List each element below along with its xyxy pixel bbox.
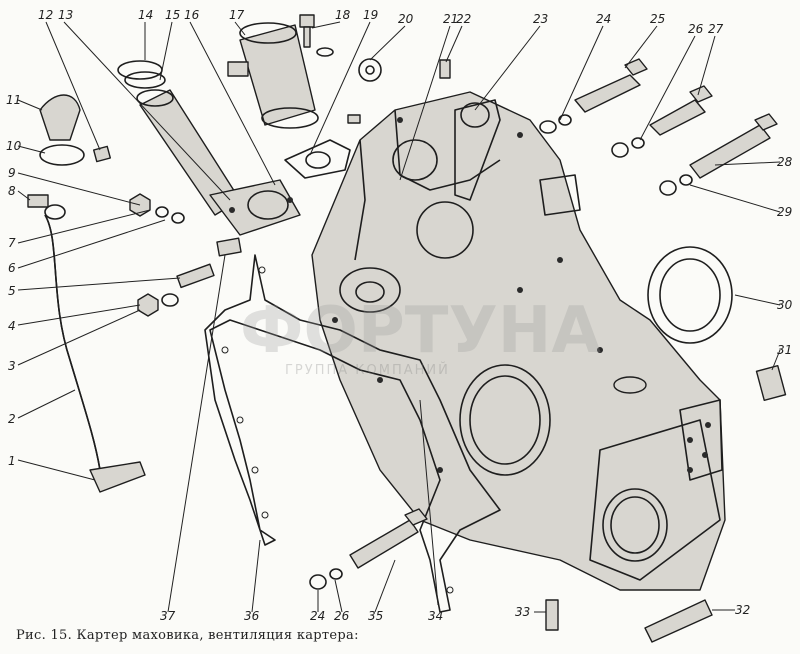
callout-8: 8	[8, 184, 16, 198]
callout-30: 30	[777, 298, 793, 312]
callout-23: 23	[533, 12, 548, 26]
callout-32: 32	[735, 603, 750, 617]
callout-29: 29	[777, 205, 792, 219]
drain-hose	[39, 94, 146, 493]
callout-36: 36	[244, 609, 260, 623]
housing-gasket	[204, 254, 501, 613]
callout-2: 2	[8, 412, 16, 426]
flywheel-housing	[311, 91, 726, 591]
callout-9: 9	[8, 166, 16, 180]
callout-19: 19	[363, 8, 378, 22]
callout-31: 31	[777, 343, 792, 357]
callout-33: 33	[515, 605, 530, 619]
callout-28: 28	[777, 155, 793, 169]
callout-35: 35	[368, 609, 383, 623]
callout-24: 24	[596, 12, 611, 26]
callout-6: 6	[8, 261, 16, 275]
leader-lines	[17, 21, 781, 613]
callout-11: 11	[6, 93, 21, 107]
callout-numbers: 1 2 3 4 5 6 7 8 9 10 11 12 13 14 15 16 1…	[6, 8, 793, 623]
callout-25: 25	[650, 12, 665, 26]
callout-20: 20	[398, 12, 414, 26]
watermark-main: ФОРТУНА	[240, 294, 601, 368]
callout-34: 34	[428, 609, 443, 623]
callout-18: 18	[335, 8, 351, 22]
callout-7: 7	[8, 236, 16, 250]
callout-16: 16	[184, 8, 200, 22]
callout-21: 21	[443, 12, 458, 26]
flange-gasket	[284, 139, 351, 179]
callout-14: 14	[138, 8, 153, 22]
callout-15: 15	[165, 8, 180, 22]
figure-caption: Рис. 15. Картер маховика, вентиляция кар…	[16, 628, 359, 643]
watermark-sub: ГРУППА КОМПАНИЙ	[285, 362, 450, 378]
callout-13: 13	[58, 8, 73, 22]
watermark: ФОРТУНА ГРУППА КОМПАНИЙ	[240, 294, 601, 378]
fasteners	[27, 14, 787, 643]
callout-27: 27	[708, 22, 724, 36]
breather-filter	[227, 22, 319, 129]
callout-24-bottom: 24	[310, 609, 325, 623]
callout-3: 3	[8, 359, 16, 373]
callout-22: 22	[456, 12, 471, 26]
callout-26-bottom: 26	[334, 609, 350, 623]
callout-4: 4	[8, 319, 16, 333]
callout-12: 12	[38, 8, 53, 22]
callout-37: 37	[160, 609, 176, 623]
callout-5: 5	[8, 284, 16, 298]
callout-17: 17	[229, 8, 245, 22]
callout-10: 10	[6, 139, 22, 153]
callout-1: 1	[8, 454, 16, 468]
callout-26: 26	[688, 22, 704, 36]
